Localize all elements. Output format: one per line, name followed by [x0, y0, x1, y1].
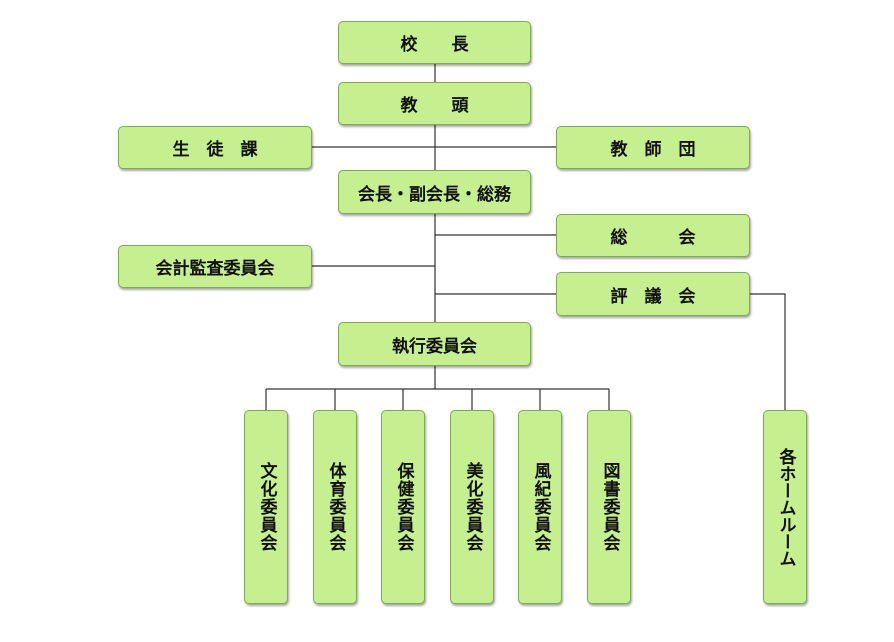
discipline-committee-box: 風紀委員会 [518, 410, 562, 604]
vice-principal-box: 教 頭 [338, 82, 531, 125]
sports-committee-box: 体育委員会 [313, 410, 357, 604]
executive-committee-label: 執行委員会 [392, 336, 477, 357]
discipline-committee-label: 風紀委員会 [530, 462, 551, 552]
principal-label: 校 長 [400, 35, 469, 55]
officers-label: 会長・副会長・総務 [358, 184, 511, 205]
beautification-committee-box: 美化委員会 [450, 410, 494, 604]
beautification-committee-label: 美化委員会 [462, 462, 483, 552]
health-committee-label: 保健委員会 [393, 462, 414, 552]
health-committee-box: 保健委員会 [381, 410, 425, 604]
general-assembly-label: 総 会 [610, 228, 696, 248]
audit-committee-box: 会計監査委員会 [118, 245, 312, 288]
council-label: 評 議 会 [610, 286, 696, 307]
principal-box: 校 長 [338, 21, 531, 64]
culture-committee-label: 文化委員会 [256, 462, 277, 552]
officers-box: 会長・副会長・総務 [338, 170, 531, 214]
student-affairs-label: 生 徒 課 [172, 140, 258, 160]
sports-committee-label: 体育委員会 [325, 462, 346, 552]
culture-committee-box: 文化委員会 [244, 410, 288, 604]
student-affairs-box: 生 徒 課 [118, 126, 312, 169]
homerooms-label: 各ホームルーム [775, 447, 796, 567]
library-committee-label: 図書委員会 [599, 462, 620, 552]
homerooms-box: 各ホームルーム [763, 410, 807, 604]
vice-principal-label: 教 頭 [400, 96, 469, 116]
audit-committee-label: 会計監査委員会 [155, 259, 275, 279]
faculty-box: 教 師 団 [556, 126, 750, 169]
council-box: 評 議 会 [556, 272, 750, 316]
executive-committee-box: 執行委員会 [338, 322, 531, 366]
general-assembly-box: 総 会 [556, 214, 750, 257]
faculty-label: 教 師 団 [610, 140, 696, 160]
library-committee-box: 図書委員会 [587, 410, 631, 604]
